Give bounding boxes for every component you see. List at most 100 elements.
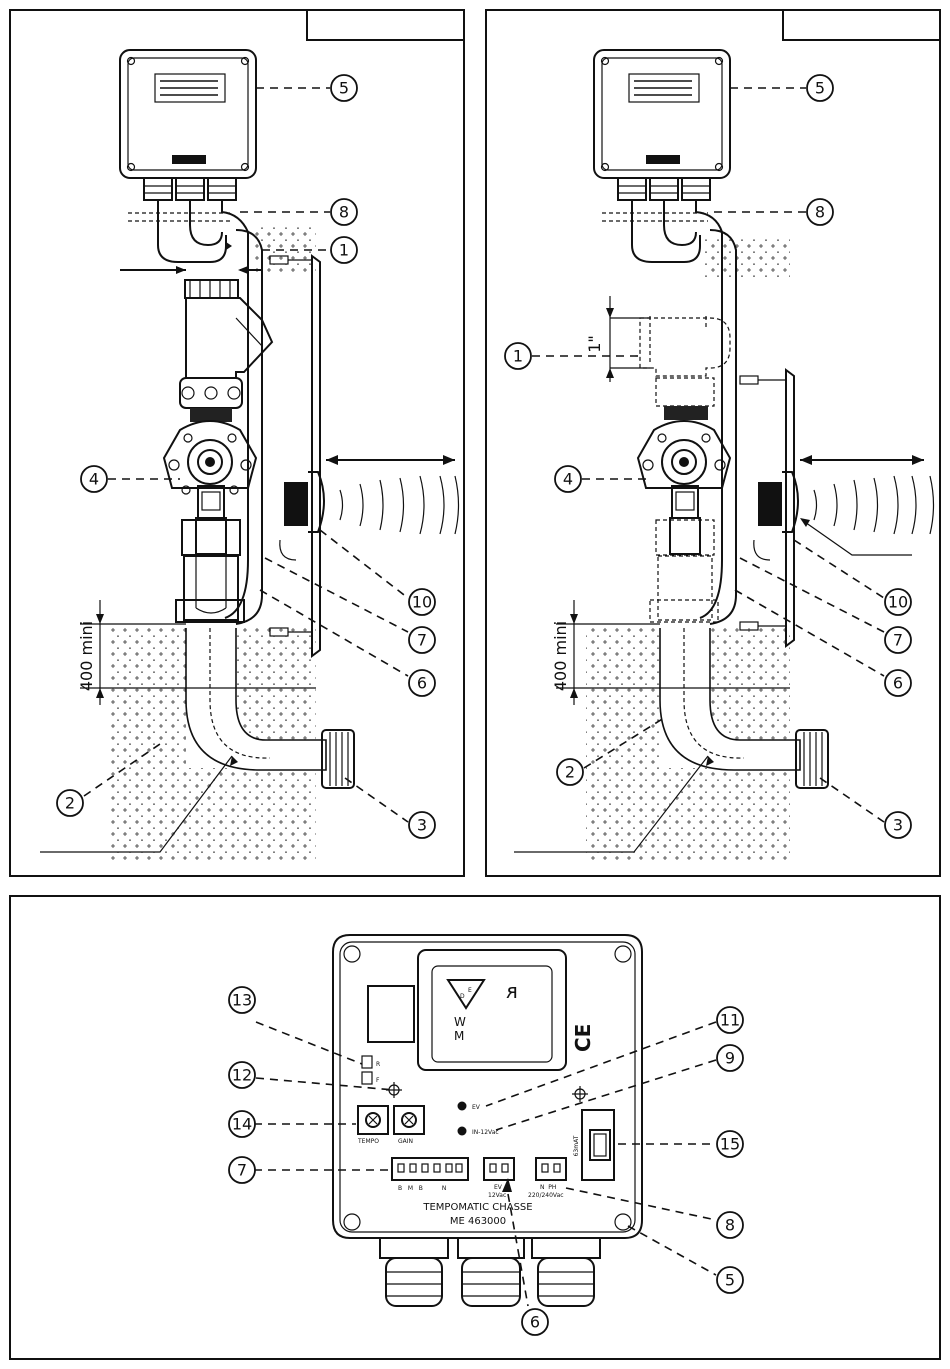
fitting-right (650, 520, 718, 622)
callout-1-right: 1 (505, 343, 531, 369)
svg-text:11: 11 (720, 1011, 740, 1030)
callout-5-right: 5 (807, 75, 833, 101)
svg-text:12Vac: 12Vac (488, 1192, 506, 1199)
transformer: DE ᴙ W M (418, 950, 566, 1070)
svg-text:6: 6 (530, 1313, 540, 1332)
callout-3: 3 (409, 812, 435, 838)
callout-2: 2 (57, 790, 83, 816)
svg-text:ᴙ: ᴙ (506, 979, 518, 1003)
svg-text:12: 12 (232, 1066, 252, 1085)
svg-text:3: 3 (893, 816, 903, 835)
wall-hatch (254, 224, 316, 274)
callout-6-right: 6 (885, 670, 911, 696)
svg-text:TEMPO: TEMPO (357, 1138, 379, 1145)
svg-text:EV: EV (472, 1104, 481, 1111)
svg-text:N PH: N PH (540, 1184, 556, 1191)
filter (180, 280, 272, 422)
svg-text:R: R (376, 1061, 380, 1068)
callout-14: 14 (229, 1111, 255, 1137)
callout-5-board: 5 (717, 1267, 743, 1293)
fuse: 63mAT (573, 1110, 614, 1180)
panel-left: 400 mini 5 8 1 4 10 7 6 2 3 (10, 10, 464, 876)
callout-12: 12 (229, 1062, 255, 1088)
svg-text:8: 8 (725, 1216, 735, 1235)
elbow-fitting: 1" (585, 296, 730, 420)
ev-connector: EV 12Vac (484, 1158, 514, 1199)
svg-text:E: E (468, 987, 472, 994)
fitting (176, 520, 244, 622)
svg-text:GAIN: GAIN (398, 1138, 413, 1145)
svg-text:5: 5 (725, 1271, 735, 1290)
svg-text:D: D (460, 993, 465, 1000)
svg-text:14: 14 (232, 1115, 252, 1134)
svg-text:6: 6 (893, 674, 903, 693)
solenoid-valve-right (638, 421, 730, 554)
board-ref: ME 463000 (450, 1216, 506, 1227)
callout-2-right: 2 (557, 759, 583, 785)
panel-right: 1" (486, 10, 940, 876)
svg-text:4: 4 (89, 470, 99, 489)
svg-text:10: 10 (412, 593, 432, 612)
svg-text:6: 6 (417, 674, 427, 693)
svg-text:8: 8 (815, 203, 825, 222)
svg-text:5: 5 (815, 79, 825, 98)
svg-text:1: 1 (339, 241, 349, 260)
svg-text:9: 9 (725, 1049, 735, 1068)
callout-11: 11 (717, 1007, 743, 1033)
led-in (458, 1127, 467, 1136)
callout-5: 5 (331, 75, 357, 101)
svg-text:4: 4 (563, 470, 573, 489)
svg-text:15: 15 (720, 1135, 740, 1154)
svg-text:7: 7 (417, 631, 427, 650)
svg-text:B M B N: B M B N (398, 1185, 446, 1192)
svg-text:1: 1 (513, 347, 523, 366)
dimension-1in-label: 1" (585, 335, 604, 353)
svg-text:7: 7 (237, 1161, 247, 1180)
control-box (120, 50, 256, 200)
control-box-right (594, 50, 730, 200)
led-ev (458, 1102, 467, 1111)
svg-text:2: 2 (65, 794, 75, 813)
callout-15: 15 (717, 1131, 743, 1157)
callout-3-right: 3 (885, 812, 911, 838)
callout-1: 1 (331, 237, 357, 263)
callout-8-right: 8 (807, 199, 833, 225)
svg-text:F: F (376, 1077, 380, 1084)
callout-6-board: 6 (522, 1309, 548, 1335)
svg-text:5: 5 (339, 79, 349, 98)
pot-gain: GAIN (394, 1106, 424, 1145)
callout-10: 10 (409, 589, 435, 615)
callout-7: 7 (409, 627, 435, 653)
svg-text:7: 7 (893, 631, 903, 650)
callout-7-right: 7 (885, 627, 911, 653)
callout-10-right: 10 (885, 589, 911, 615)
callout-9: 9 (717, 1045, 743, 1071)
power-connector: N PH 220/240Vac (528, 1158, 566, 1199)
svg-text:220/240Vac: 220/240Vac (528, 1192, 564, 1199)
pot-tempo: TEMPO (357, 1106, 388, 1145)
svg-text:IN-12Vac: IN-12Vac (472, 1129, 499, 1136)
callout-4: 4 (81, 466, 107, 492)
board-title: TEMPOMATIC CHASSE (422, 1202, 532, 1213)
ce-mark: CE (571, 1024, 595, 1052)
svg-text:W: W (454, 1015, 466, 1029)
switch-r-f: R F (362, 1056, 380, 1084)
callout-7-board: 7 (229, 1157, 255, 1183)
callout-13: 13 (229, 987, 255, 1013)
callout-8-board: 8 (717, 1212, 743, 1238)
svg-text:M: M (454, 1029, 464, 1043)
solenoid-valve (164, 421, 256, 554)
callout-6: 6 (409, 670, 435, 696)
dimension-label: 400 mini (77, 621, 96, 691)
svg-text:2: 2 (565, 763, 575, 782)
callout-8: 8 (331, 199, 357, 225)
cable-glands (380, 1238, 600, 1306)
panel-board: DE ᴙ W M CE R F TEMPO GAIN (10, 896, 940, 1359)
svg-text:3: 3 (417, 816, 427, 835)
svg-text:13: 13 (232, 991, 252, 1010)
svg-text:63mAT: 63mAT (573, 1135, 580, 1156)
svg-text:EV: EV (494, 1184, 503, 1191)
svg-text:8: 8 (339, 203, 349, 222)
svg-text:10: 10 (888, 593, 908, 612)
